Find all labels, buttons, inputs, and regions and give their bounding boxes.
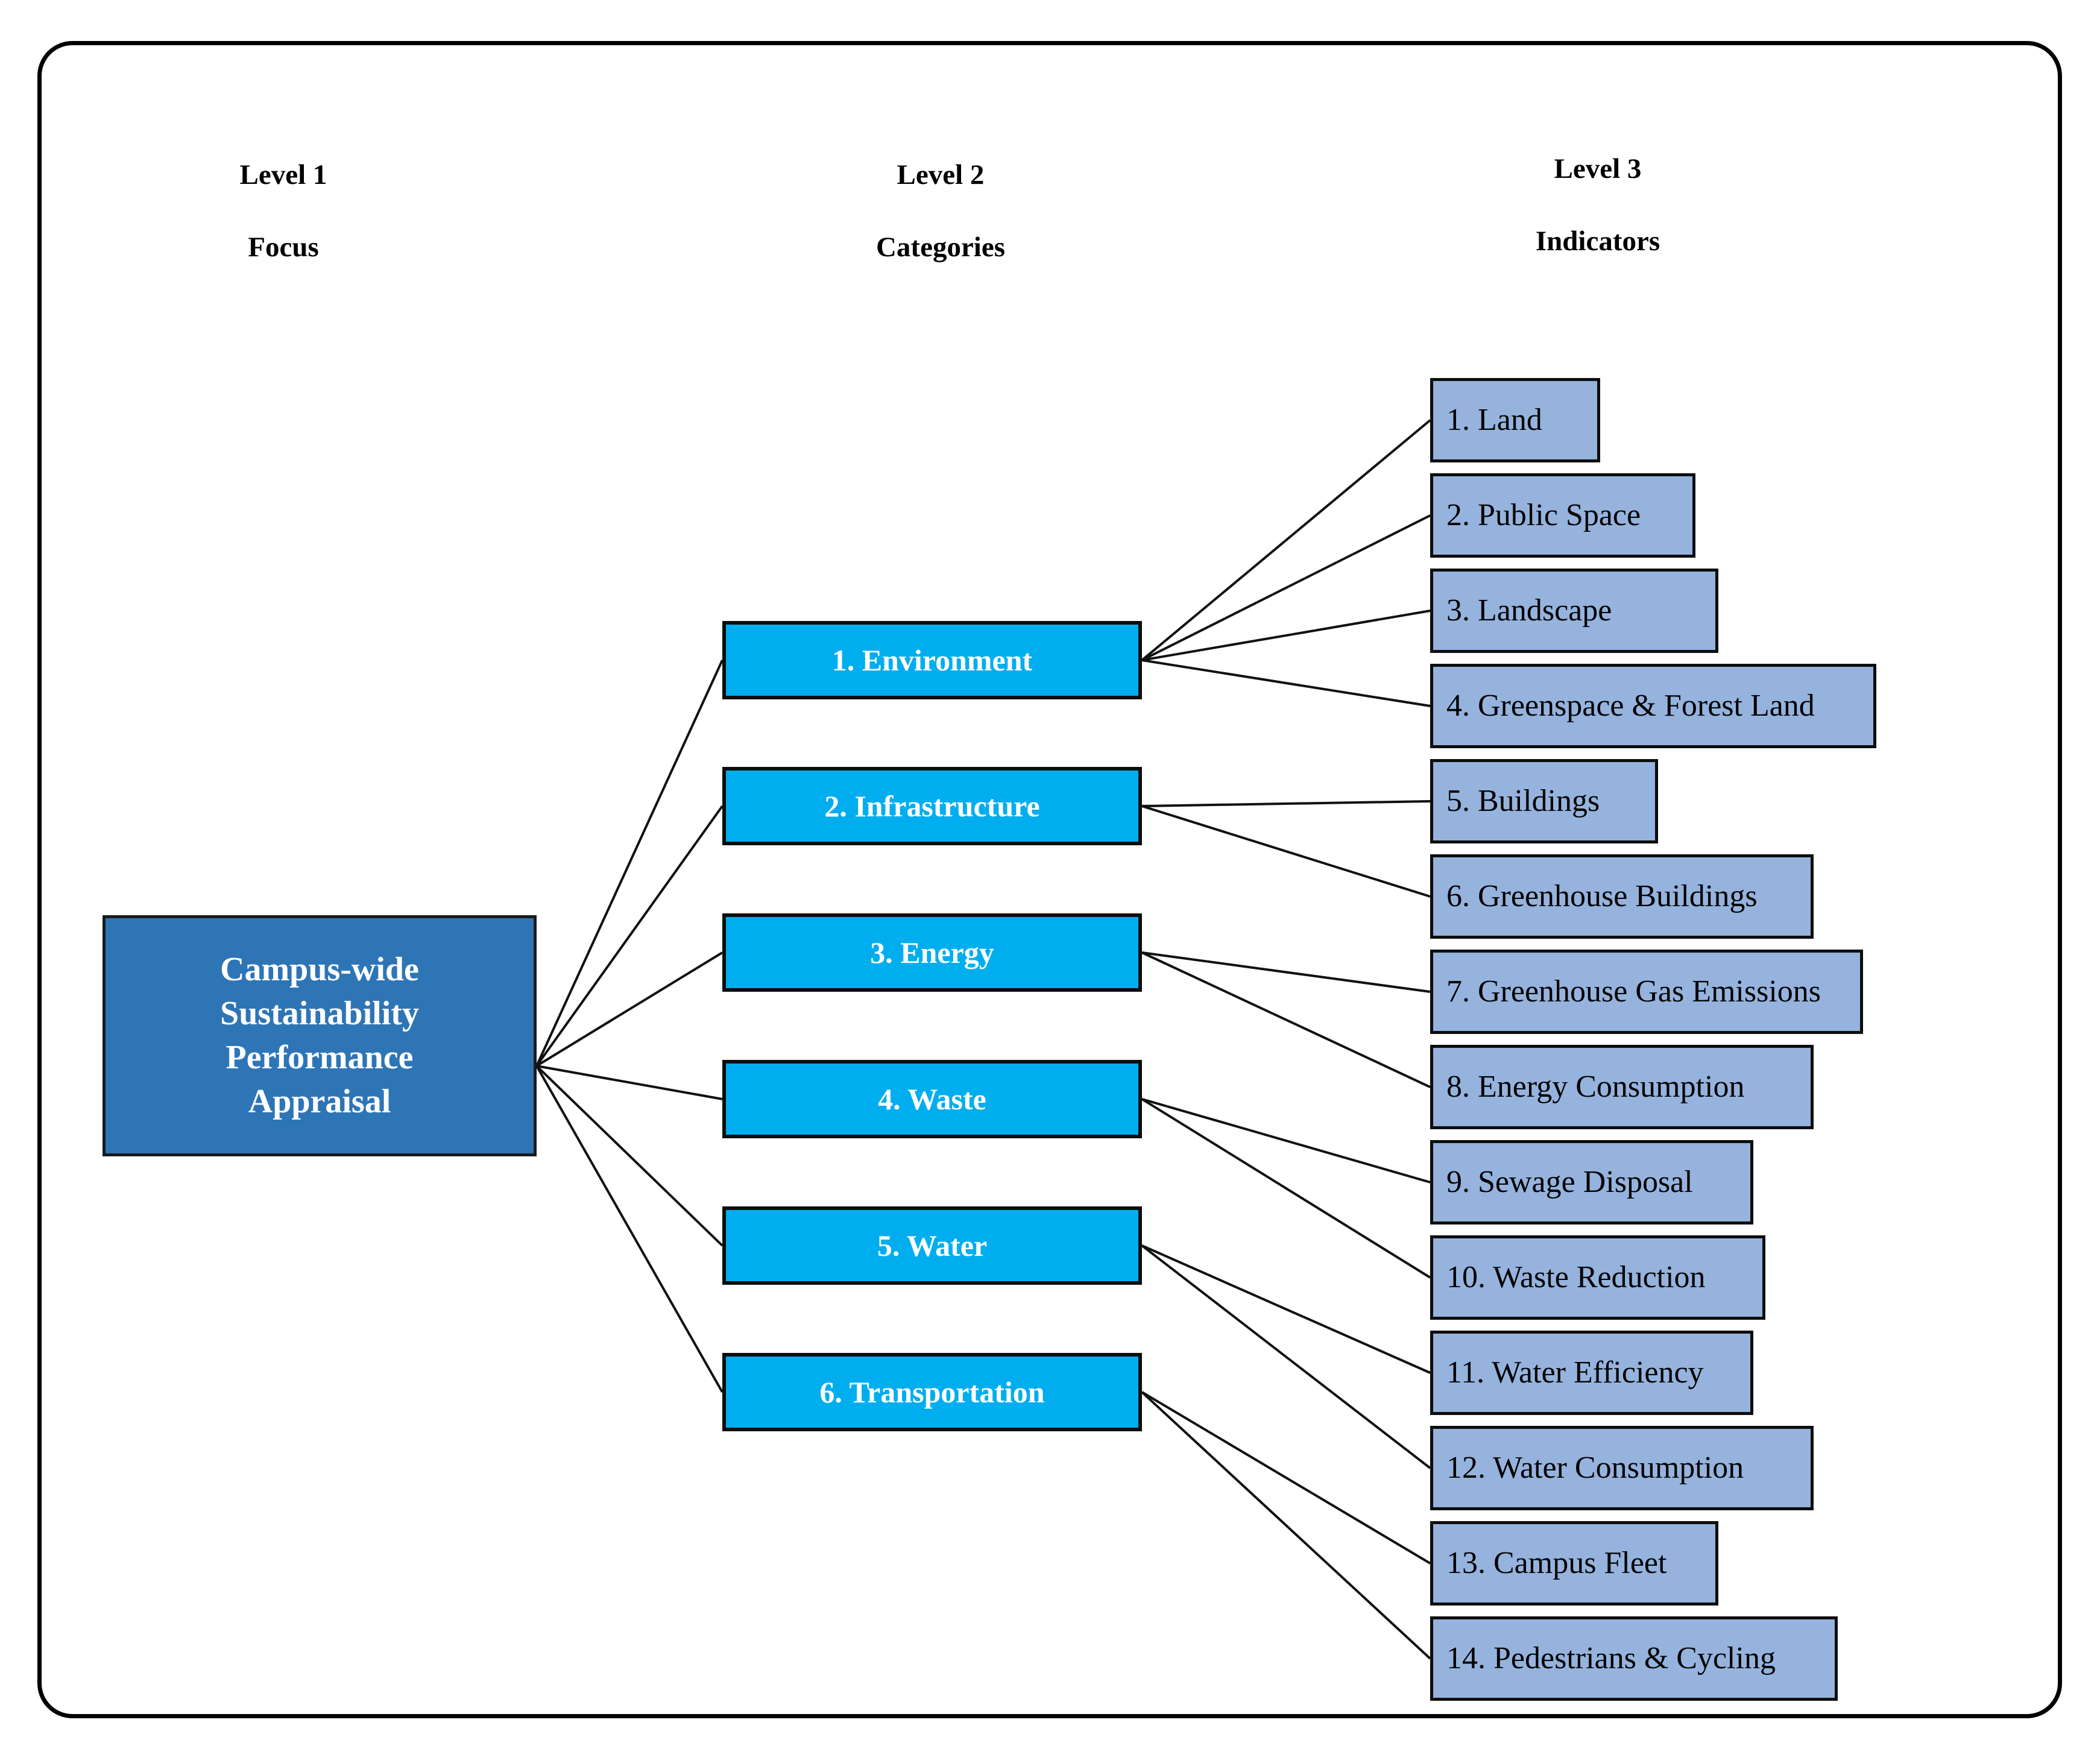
node-category-water[interactable]: 5. Water	[722, 1206, 1142, 1285]
column-header-level-3-line2: Indicators	[1535, 225, 1660, 257]
node-indicator-greenhouse-gas-emissions[interactable]: 7. Greenhouse Gas Emissions	[1430, 950, 1863, 1034]
column-header-level-3: Level 3 Indicators	[1483, 115, 1712, 296]
node-category-waste-label: 4. Waste	[878, 1082, 986, 1116]
node-indicator-water-efficiency-label: 11. Water Efficiency	[1446, 1355, 1704, 1390]
node-indicator-water-consumption-label: 12. Water Consumption	[1446, 1451, 1744, 1486]
node-indicator-waste-reduction-label: 10. Waste Reduction	[1446, 1260, 1706, 1295]
node-indicator-greenhouse-buildings[interactable]: 6. Greenhouse Buildings	[1430, 854, 1814, 939]
node-indicator-buildings[interactable]: 5. Buildings	[1430, 759, 1658, 843]
node-category-infrastructure[interactable]: 2. Infrastructure	[722, 767, 1142, 845]
node-category-environment-label: 1. Environment	[831, 643, 1033, 677]
node-indicator-greenhouse-gas-emissions-label: 7. Greenhouse Gas Emissions	[1446, 974, 1821, 1009]
node-category-waste[interactable]: 4. Waste	[722, 1060, 1142, 1138]
node-indicator-pedestrians-cycling[interactable]: 14. Pedestrians & Cycling	[1430, 1616, 1838, 1701]
node-indicator-campus-fleet-label: 13. Campus Fleet	[1446, 1546, 1667, 1581]
column-header-level-3-line1: Level 3	[1554, 153, 1642, 185]
node-indicator-public-space[interactable]: 2. Public Space	[1430, 473, 1695, 558]
column-header-level-1-line1: Level 1	[239, 159, 327, 191]
node-indicator-buildings-label: 5. Buildings	[1446, 784, 1600, 819]
node-indicator-public-space-label: 2. Public Space	[1446, 498, 1641, 533]
node-indicator-land[interactable]: 1. Land	[1430, 378, 1600, 462]
node-category-energy[interactable]: 3. Energy	[722, 913, 1142, 992]
node-level1-focus[interactable]: Campus-wide Sustainability Performance A…	[102, 915, 537, 1156]
outer-frame-border	[37, 41, 2062, 1718]
node-indicator-waste-reduction[interactable]: 10. Waste Reduction	[1430, 1235, 1765, 1320]
node-indicator-greenhouse-buildings-label: 6. Greenhouse Buildings	[1446, 879, 1758, 914]
node-indicator-greenspace-forest-land-label: 4. Greenspace & Forest Land	[1446, 689, 1815, 723]
node-indicator-landscape[interactable]: 3. Landscape	[1430, 569, 1718, 653]
node-indicator-sewage-disposal[interactable]: 9. Sewage Disposal	[1430, 1140, 1753, 1224]
column-header-level-2-line1: Level 2	[897, 159, 985, 191]
node-category-energy-label: 3. Energy	[870, 936, 994, 969]
node-category-water-label: 5. Water	[877, 1229, 988, 1262]
column-header-level-1-line2: Focus	[248, 232, 319, 263]
node-indicator-landscape-label: 3. Landscape	[1446, 593, 1612, 628]
node-category-infrastructure-label: 2. Infrastructure	[824, 789, 1040, 823]
node-indicator-greenspace-forest-land[interactable]: 4. Greenspace & Forest Land	[1430, 664, 1876, 748]
node-indicator-water-consumption[interactable]: 12. Water Consumption	[1430, 1426, 1814, 1510]
column-header-level-2-line2: Categories	[875, 232, 1006, 263]
node-indicator-energy-consumption-label: 8. Energy Consumption	[1446, 1070, 1745, 1105]
node-indicator-sewage-disposal-label: 9. Sewage Disposal	[1446, 1165, 1693, 1200]
node-indicator-water-efficiency[interactable]: 11. Water Efficiency	[1430, 1331, 1753, 1415]
column-header-level-2: Level 2 Categories	[826, 121, 1055, 302]
node-level1-label: Campus-wide Sustainability Performance A…	[220, 951, 419, 1120]
node-indicator-pedestrians-cycling-label: 14. Pedestrians & Cycling	[1446, 1641, 1776, 1676]
node-category-transportation-label: 6. Transportation	[819, 1375, 1045, 1409]
node-category-transportation[interactable]: 6. Transportation	[722, 1353, 1142, 1431]
node-category-environment[interactable]: 1. Environment	[722, 621, 1142, 699]
column-header-level-1: Level 1 Focus	[175, 121, 392, 302]
node-indicator-land-label: 1. Land	[1446, 403, 1542, 438]
node-indicator-energy-consumption[interactable]: 8. Energy Consumption	[1430, 1045, 1814, 1129]
node-indicator-campus-fleet[interactable]: 13. Campus Fleet	[1430, 1521, 1718, 1606]
